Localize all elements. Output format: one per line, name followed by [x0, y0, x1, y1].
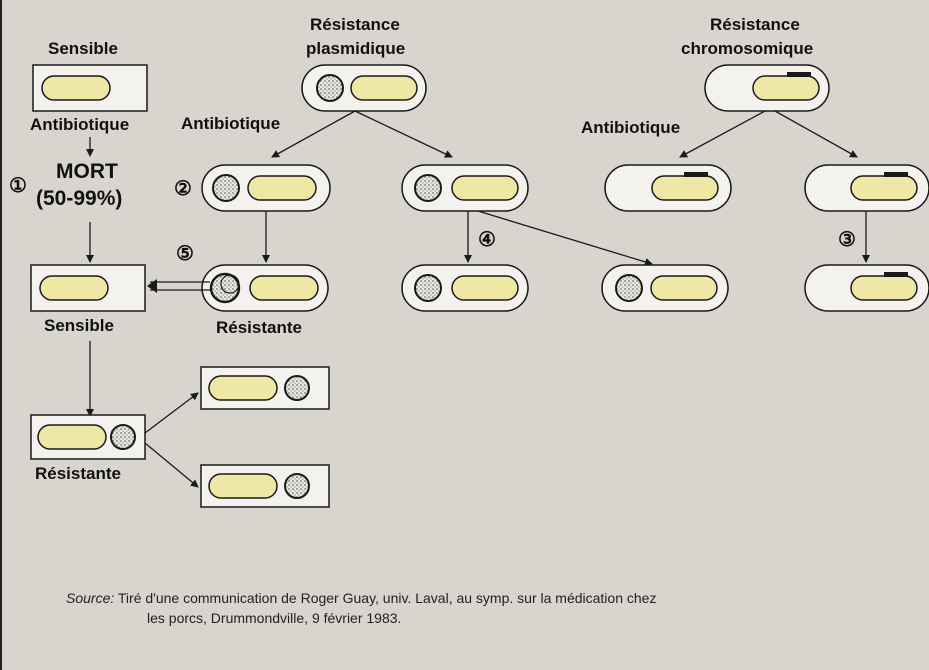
- label-antibiotique-2: Antibiotique: [181, 114, 281, 133]
- cell-plasmid-2: [201, 164, 331, 212]
- source-line-1: Source: Tiré d'une communication de Roge…: [66, 588, 916, 608]
- source-line-2: les porcs, Drummondville, 9 février 1983…: [147, 610, 402, 626]
- cell-chromosome-top: [704, 64, 830, 112]
- cell-plasmid-top: [301, 64, 427, 112]
- label-antibiotique-3: Antibiotique: [581, 118, 681, 137]
- arrow-chromo-left: [679, 110, 766, 158]
- label-res-chromosomique-2: chromosomique: [681, 39, 814, 58]
- cell-daughter-lower: [200, 464, 330, 508]
- arrow-chromo-right: [774, 110, 858, 158]
- label-sensible-mid: Sensible: [44, 316, 114, 335]
- cell-resistante-left: [30, 414, 146, 460]
- arrow-plasmid-left: [271, 110, 356, 158]
- marker-4: ④: [478, 229, 496, 251]
- cell-chromosome-daughter: [804, 264, 929, 312]
- cell-chromosome-right: [804, 164, 929, 212]
- source-text-1: Tiré d'une communication de Roger Guay, …: [117, 590, 657, 606]
- label-res-plasmidique-1: Résistance: [310, 15, 400, 34]
- cell-resistante-mid: [201, 264, 329, 312]
- source-label: Source:: [66, 590, 115, 606]
- arrow-plasmid-right: [354, 110, 453, 158]
- marker-5: ⑤: [176, 243, 194, 265]
- label-res-plasmidique-2: plasmidique: [306, 39, 406, 58]
- arrow-to-daughter-upper: [144, 392, 199, 434]
- marker-3: ③: [838, 229, 856, 251]
- cell-plasmid-4: [401, 164, 529, 212]
- cell-plasmid-4-daughter: [401, 264, 529, 312]
- label-resistante-left: Résistante: [35, 464, 121, 483]
- arrow-transfer-5: [147, 279, 210, 293]
- arrow-plasmid4-transfer: [477, 210, 653, 266]
- label-sensible-top: Sensible: [48, 39, 118, 58]
- label-antibiotique-1: Antibiotique: [30, 115, 130, 134]
- label-res-chromosomique-1: Résistance: [710, 15, 800, 34]
- label-resistante-mid: Résistante: [216, 318, 302, 337]
- cell-daughter-upper: [200, 366, 330, 410]
- cell-chromosome-left: [604, 164, 732, 212]
- label-mort-percent: (50-99%): [36, 187, 123, 210]
- marker-2: ②: [174, 178, 192, 200]
- marker-1: ①: [9, 175, 27, 197]
- cell-plasmid-4-recipient: [601, 264, 729, 312]
- source-caption: Source: Tiré d'une communication de Roge…: [66, 588, 916, 628]
- arrow-to-daughter-lower: [144, 442, 199, 488]
- label-mort: MORT: [56, 160, 118, 183]
- cell-sensible-mid: [30, 264, 146, 312]
- cell-sensible-top: [32, 64, 148, 112]
